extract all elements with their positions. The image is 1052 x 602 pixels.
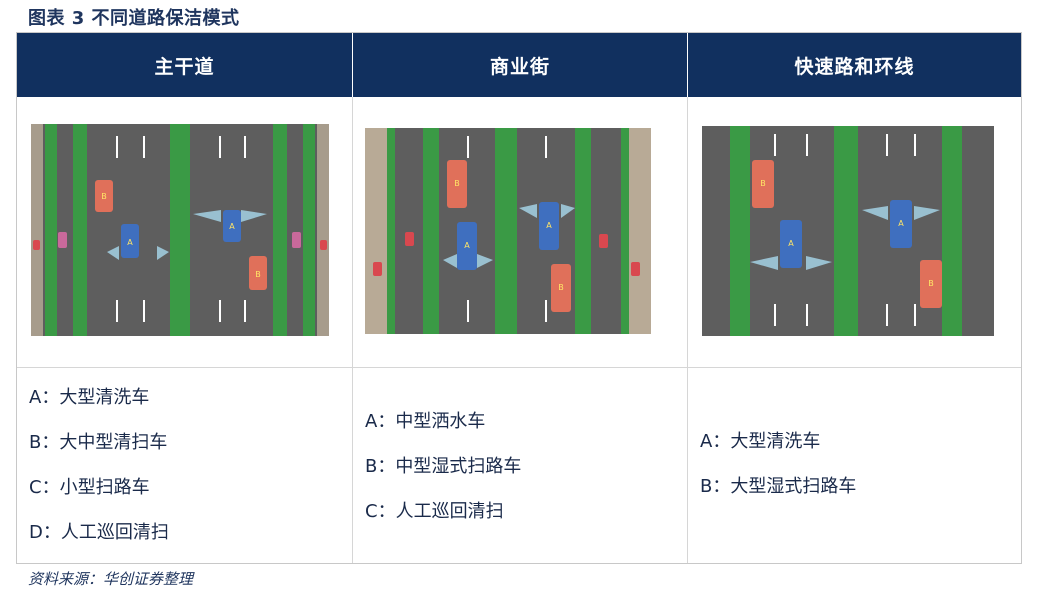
cleaning-modes-table: 主干道 商业街 快速路和环线 xyxy=(16,32,1022,564)
table-image-row: B A A B xyxy=(17,97,1021,368)
expressway-vehicle-b2-mark: B xyxy=(928,279,934,288)
table-legend-row: A：大型清洗车 B：大中型清扫车 C：小型扫路车 D：人工巡回清扫 A：中型洒水… xyxy=(17,367,1021,563)
commercial-vehicle-b2-mark: B xyxy=(558,283,564,292)
header-expressway-label: 快速路和环线 xyxy=(794,55,915,78)
main-road-vehicle-a2-mark: A xyxy=(229,222,235,231)
table-header-row: 主干道 商业街 快速路和环线 xyxy=(17,33,1021,97)
expressway-vehicle-a2-mark: A xyxy=(898,219,904,228)
main-road-vehicle-a-mark: A xyxy=(127,238,133,247)
commercial-street-illustration: B A A B xyxy=(365,128,651,334)
expressway-vehicle-b-mark: B xyxy=(760,179,766,188)
legend-list-commercial-street: A：中型洒水车 B：中型湿式扫路车 C：人工巡回清扫 xyxy=(365,409,521,544)
main-road-vehicle-b2-mark: B xyxy=(255,270,261,279)
legend-item: A：大型清洗车 xyxy=(29,387,150,408)
legend-item: D：人工巡回清扫 xyxy=(29,522,169,543)
header-cell-commercial-street: 商业街 xyxy=(352,33,687,97)
main-road-vehicle-b-mark: B xyxy=(101,192,107,201)
commercial-vehicle-a2-mark: A xyxy=(546,221,552,230)
legend-cell-main-road: A：大型清洗车 B：大中型清扫车 C：小型扫路车 D：人工巡回清扫 xyxy=(17,367,352,563)
legend-item: B：中型湿式扫路车 xyxy=(365,456,522,477)
legend-item: A：中型洒水车 xyxy=(365,411,486,432)
header-main-road-label: 主干道 xyxy=(154,55,215,78)
legend-item: A：大型清洗车 xyxy=(700,431,821,452)
legend-item: C：小型扫路车 xyxy=(29,477,150,498)
image-cell-commercial-street: B A A B xyxy=(352,97,687,367)
main-road-illustration: B A A B xyxy=(31,124,329,336)
expressway-vehicle-a-mark: A xyxy=(788,239,794,248)
image-cell-expressway: B A A B xyxy=(687,97,1021,367)
legend-cell-commercial-street: A：中型洒水车 B：中型湿式扫路车 C：人工巡回清扫 xyxy=(352,367,687,563)
legend-list-main-road: A：大型清洗车 B：大中型清扫车 C：小型扫路车 D：人工巡回清扫 xyxy=(29,385,169,565)
image-cell-main-road: B A A B xyxy=(17,97,352,367)
figure-title: 图表 3 不同道路保洁模式 xyxy=(28,8,240,29)
figure-source: 资料来源：华创证券整理 xyxy=(28,570,194,588)
legend-cell-expressway: A：大型清洗车 B：大型湿式扫路车 xyxy=(687,367,1021,563)
legend-item: B：大型湿式扫路车 xyxy=(700,476,857,497)
header-commercial-street-label: 商业街 xyxy=(489,55,550,78)
header-cell-main-road: 主干道 xyxy=(17,33,352,97)
commercial-vehicle-b-mark: B xyxy=(454,179,460,188)
header-cell-expressway: 快速路和环线 xyxy=(687,33,1021,97)
expressway-illustration: B A A B xyxy=(702,126,994,336)
commercial-vehicle-a-mark: A xyxy=(464,241,470,250)
legend-item: C：人工巡回清扫 xyxy=(365,501,504,522)
legend-item: B：大中型清扫车 xyxy=(29,432,168,453)
legend-list-expressway: A：大型清洗车 B：大型湿式扫路车 xyxy=(700,429,856,519)
